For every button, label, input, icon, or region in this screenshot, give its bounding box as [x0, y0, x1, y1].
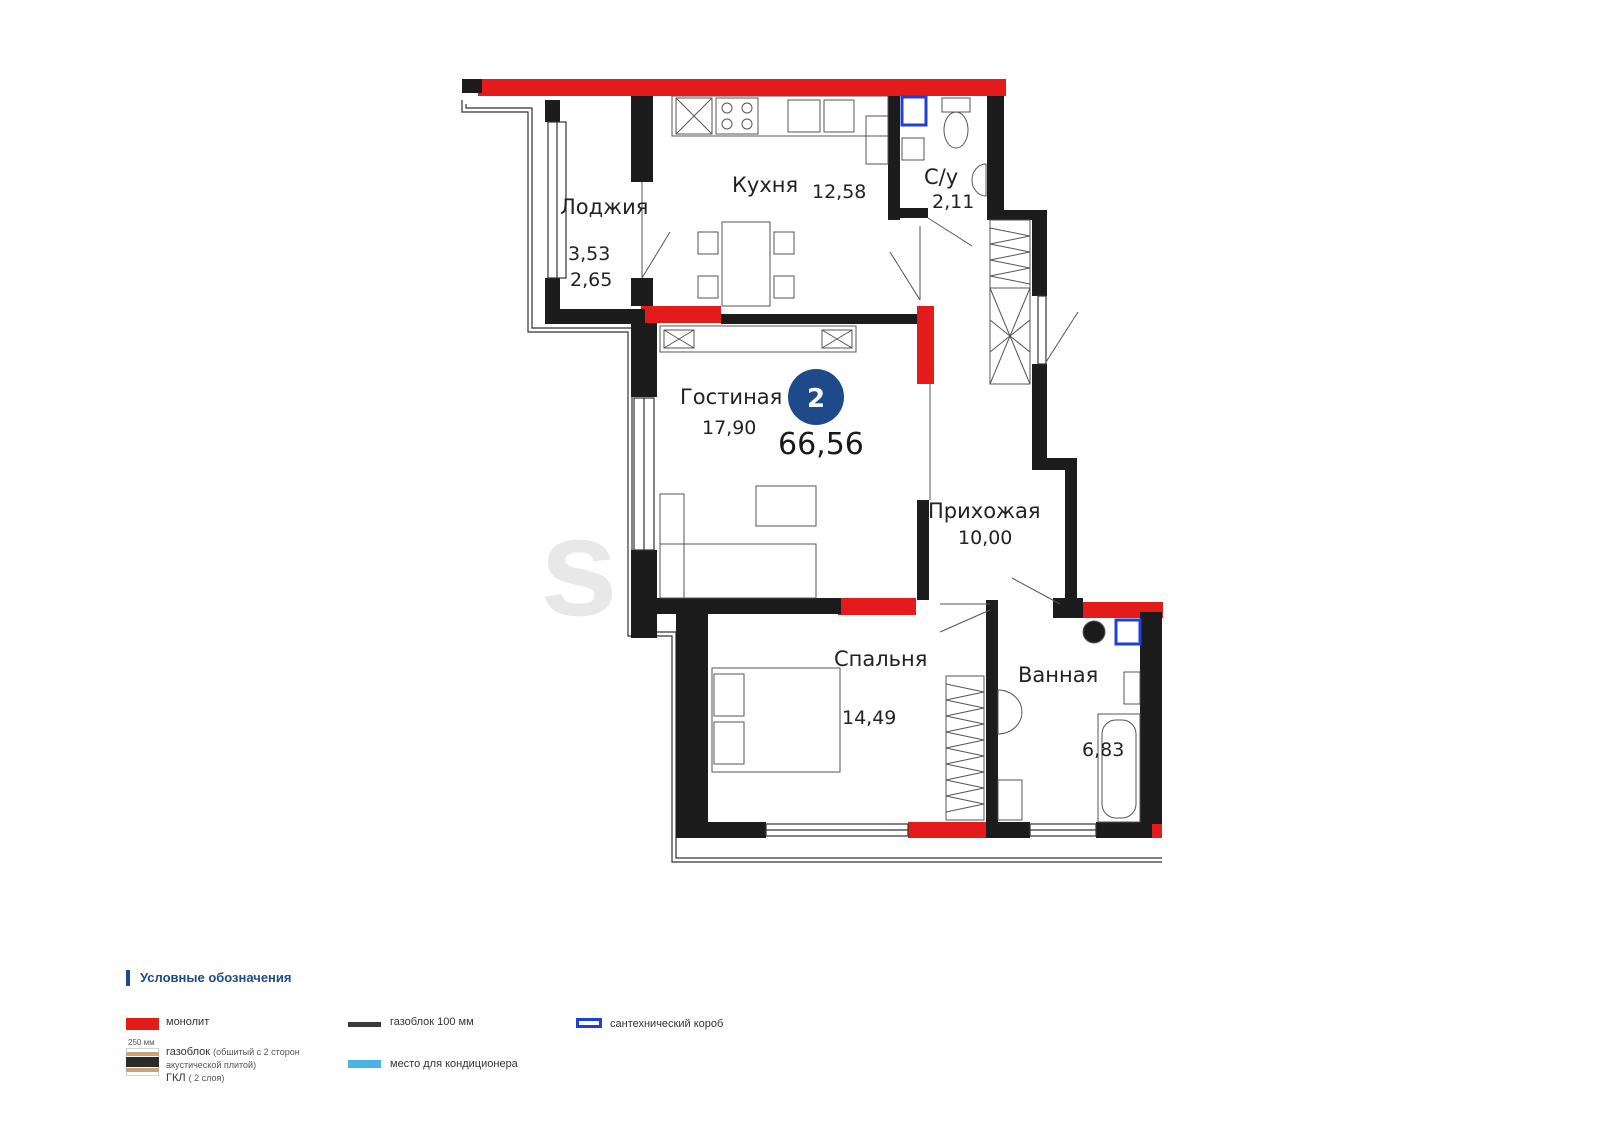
doors	[641, 182, 1079, 633]
gasblock-swatch	[348, 1022, 381, 1027]
kitchen-furniture	[671, 95, 889, 307]
plumbing-box-label: сантехнический короб	[610, 1018, 724, 1030]
watermark: s	[540, 488, 624, 645]
bathroom-label: Ванная	[1018, 663, 1098, 687]
kitchen-label: Кухня	[732, 173, 798, 197]
loggia-area-1: 3,53	[568, 243, 610, 265]
plumbing-boxes	[900, 95, 1142, 646]
monolith-swatch	[126, 1018, 159, 1030]
bedroom-area: 14,49	[842, 707, 896, 729]
gasblock-label: газоблок 100 мм	[390, 1016, 474, 1028]
bathroom-fixtures	[997, 620, 1141, 823]
wc-fixtures	[901, 97, 987, 197]
bedroom-furniture	[711, 667, 985, 821]
bathroom-area: 6,83	[1082, 739, 1124, 761]
room-labels: Кухня 12,58 Лоджия 3,53 2,65 С/у 2,11 Го…	[560, 165, 1124, 761]
gkl-main: ГКЛ	[166, 1072, 186, 1084]
total-area: 66,56	[778, 427, 864, 462]
loggia-area-2: 2,65	[570, 269, 612, 291]
monolith-label: монолит	[166, 1016, 210, 1028]
rooms-count-badge	[788, 369, 844, 425]
living-label: Гостиная	[680, 385, 782, 409]
plumbing-box-swatch	[576, 1018, 602, 1028]
ac-place-label: место для кондиционера	[390, 1058, 518, 1070]
wall-thickness-label: 250 мм	[128, 1038, 155, 1047]
gkl-detail: ( 2 слоя)	[188, 1073, 225, 1083]
windows	[547, 121, 1097, 837]
legend-title: Условные обозначения	[126, 970, 291, 986]
hall-label: Прихожая	[928, 499, 1040, 523]
hall-area: 10,00	[958, 527, 1012, 549]
bedroom-label: Спальня	[834, 647, 927, 671]
ac-place-swatch	[348, 1060, 381, 1068]
loggia-label: Лоджия	[560, 195, 648, 219]
living-area: 17,90	[702, 417, 756, 439]
insulated-wall-label: газоблок (обшитый с 2 сторон акустическо…	[166, 1046, 336, 1085]
wc-label: С/у	[924, 165, 958, 189]
gasblock-note-detail: (обшитый с 2 сторон акустической плитой)	[166, 1047, 300, 1070]
gasblock-note-main: газоблок	[166, 1046, 211, 1058]
legend: Условные обозначения монолит газоблок 10…	[126, 970, 886, 1100]
rooms-count: 2	[807, 384, 825, 414]
hall-wardrobe	[989, 219, 1031, 385]
kitchen-area: 12,58	[812, 181, 866, 203]
partition-walls	[462, 79, 1162, 838]
insulated-wall-swatch	[126, 1048, 159, 1076]
living-furniture	[659, 325, 857, 599]
wc-area: 2,11	[932, 191, 974, 213]
